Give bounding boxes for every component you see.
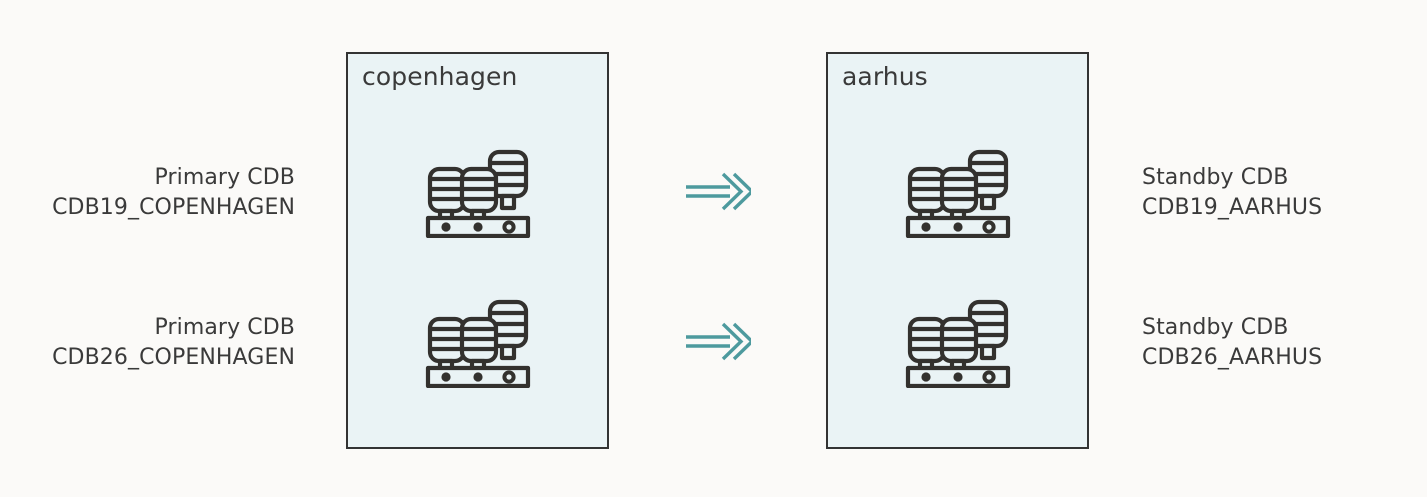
label-primary-cdb26: Primary CDB CDB26_COPENHAGEN <box>52 313 295 373</box>
label-line-role: Primary CDB <box>154 165 295 190</box>
label-line-role: Standby CDB <box>1142 315 1289 340</box>
label-line-role: Standby CDB <box>1142 165 1289 190</box>
region-box-aarhus: aarhus <box>826 52 1089 449</box>
label-standby-cdb26: Standby CDB CDB26_AARHUS <box>1142 313 1322 373</box>
database-rack-icon <box>905 299 1011 388</box>
label-line-name: CDB19_COPENHAGEN <box>52 195 295 220</box>
region-box-copenhagen: copenhagen <box>346 52 609 449</box>
region-title-aarhus: aarhus <box>842 62 928 91</box>
region-title-copenhagen: copenhagen <box>362 62 518 91</box>
label-standby-cdb19: Standby CDB CDB19_AARHUS <box>1142 163 1322 223</box>
label-line-name: CDB26_AARHUS <box>1142 345 1323 370</box>
double-arrow-right-icon <box>686 172 751 211</box>
label-line-name: CDB19_AARHUS <box>1142 195 1323 220</box>
label-primary-cdb19: Primary CDB CDB19_COPENHAGEN <box>52 163 295 223</box>
database-rack-icon <box>425 149 531 238</box>
database-rack-icon <box>425 299 531 388</box>
database-rack-icon <box>905 149 1011 238</box>
label-line-role: Primary CDB <box>154 315 295 340</box>
double-arrow-right-icon <box>686 322 751 361</box>
label-line-name: CDB26_COPENHAGEN <box>52 345 295 370</box>
